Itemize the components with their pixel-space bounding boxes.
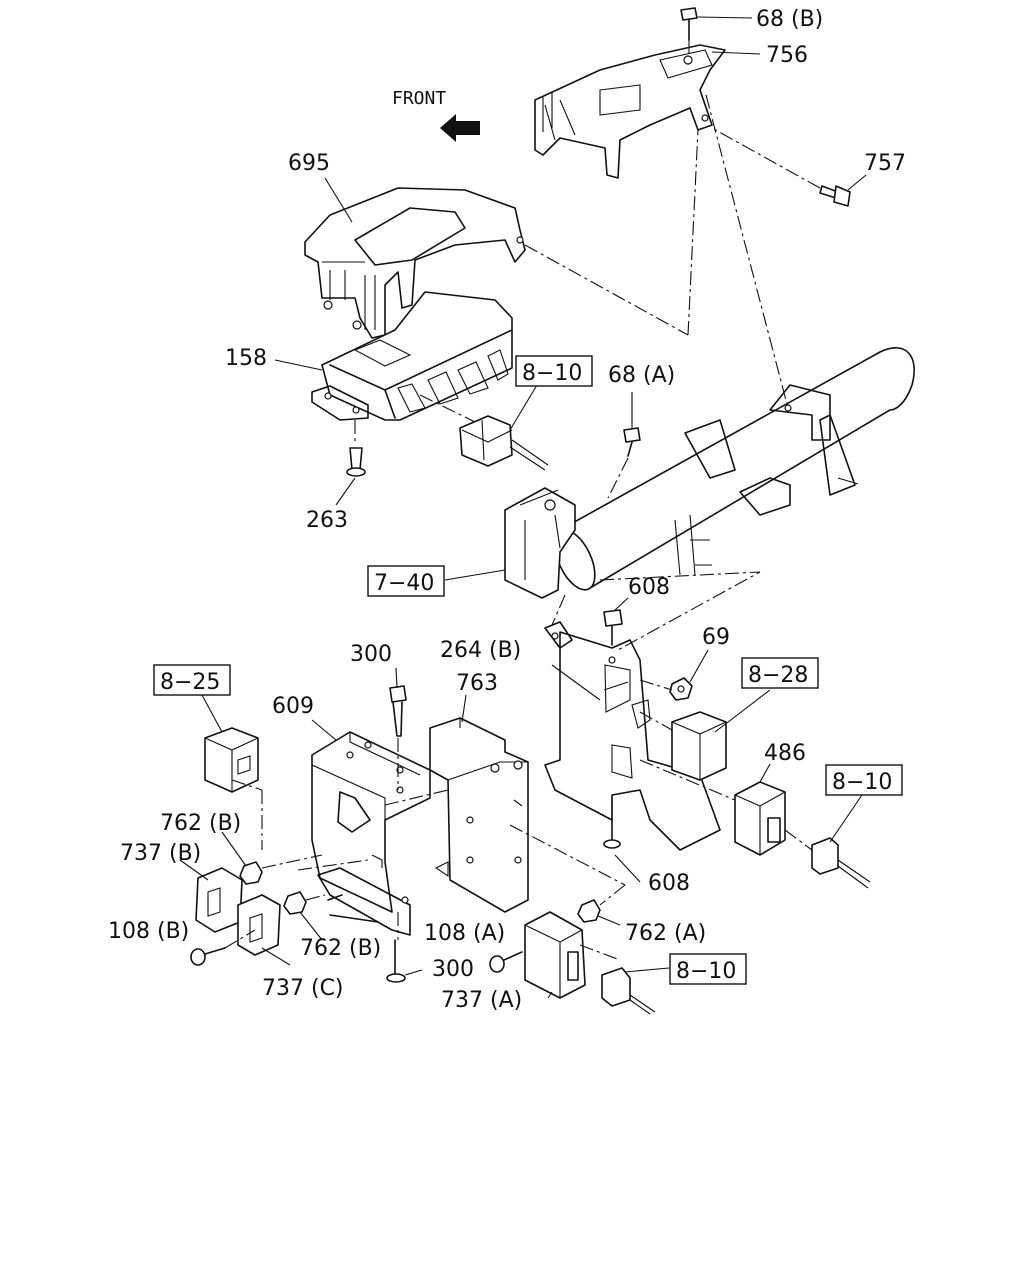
label-68a: 68 (A) xyxy=(608,363,675,388)
label-695: 695 xyxy=(288,151,330,176)
label-737a: 737 (A) xyxy=(441,988,522,1013)
relay-486 xyxy=(639,759,786,856)
svg-text:8−10: 8−10 xyxy=(676,959,736,984)
label-756: 756 xyxy=(766,43,808,68)
switch-737b xyxy=(195,867,243,933)
connector-relay xyxy=(784,829,871,889)
bracket-763 xyxy=(429,717,529,913)
label-486: 486 xyxy=(764,741,806,766)
module-828 xyxy=(639,711,727,781)
screw-263 xyxy=(346,420,366,477)
ref-box-810-lower: 8−10 xyxy=(669,953,747,985)
label-762b-bottom: 762 (B) xyxy=(300,936,381,961)
label-158: 158 xyxy=(225,346,267,371)
ref-box-740: 7−40 xyxy=(367,565,445,597)
label-264b: 264 (B) xyxy=(440,638,521,663)
ref-box-810-relay: 8−10 xyxy=(825,764,903,796)
label-608-bottom: 608 xyxy=(648,871,690,896)
bracket-609 xyxy=(311,731,431,936)
label-762b-top: 762 (B) xyxy=(160,811,241,836)
ref-box-828: 8−28 xyxy=(741,657,819,689)
clip-762a xyxy=(509,824,626,923)
label-737b: 737 (B) xyxy=(120,841,201,866)
switch-737c xyxy=(237,894,281,956)
label-108b: 108 (B) xyxy=(108,919,189,944)
bolt-300-bottom xyxy=(386,912,406,983)
module-737a xyxy=(524,911,621,999)
label-300-bottom: 300 xyxy=(432,957,474,982)
bolt-300-top xyxy=(389,685,407,790)
label-757: 757 xyxy=(864,151,906,176)
svg-text:8−10: 8−10 xyxy=(832,770,892,795)
svg-text:8−10: 8−10 xyxy=(522,361,582,386)
clip-762b-top xyxy=(239,854,323,885)
crossmember-tube xyxy=(524,94,915,591)
connector-ecu xyxy=(419,394,549,471)
screw-108b xyxy=(190,929,256,966)
bolt-608-bottom xyxy=(603,800,621,849)
module-825 xyxy=(204,727,263,850)
bolt-68a xyxy=(607,427,641,499)
bracket-756 xyxy=(534,44,726,179)
cover-695 xyxy=(304,187,526,339)
label-762a: 762 (A) xyxy=(625,921,706,946)
label-609: 609 xyxy=(272,694,314,719)
svg-text:7−40: 7−40 xyxy=(374,571,434,596)
label-608-top: 608 xyxy=(628,575,670,600)
label-763: 763 xyxy=(456,671,498,696)
reference-boxes: 8−10 7−40 8−25 8−28 8−10 8−10 xyxy=(153,355,903,985)
svg-text:8−28: 8−28 xyxy=(748,663,808,688)
label-108a: 108 (A) xyxy=(424,921,505,946)
bolt-608-top xyxy=(603,609,623,646)
connector-lower xyxy=(601,967,656,1015)
bracket-264b xyxy=(544,571,761,851)
leader-lines xyxy=(179,16,867,999)
clip-762b-bottom xyxy=(283,891,379,923)
front-arrow-icon xyxy=(440,114,480,142)
label-68b: 68 (B) xyxy=(756,7,823,32)
ref-box-825: 8−25 xyxy=(153,664,231,696)
svg-text:8−25: 8−25 xyxy=(160,670,220,695)
block-740 xyxy=(504,487,576,599)
label-300-top: 300 xyxy=(350,642,392,667)
front-label: FRONT xyxy=(392,88,446,109)
label-69: 69 xyxy=(702,625,730,650)
ref-box-810-ecu: 8−10 xyxy=(515,355,593,387)
part-labels: 68 (B) 756 757 695 158 68 (A) 263 608 69… xyxy=(108,7,906,1013)
label-737c: 737 (C) xyxy=(262,976,344,1001)
nut-69 xyxy=(639,677,693,701)
bolt-757 xyxy=(711,127,851,207)
bolt-68b xyxy=(680,7,698,55)
front-indicator: FRONT xyxy=(392,88,480,142)
module-158 xyxy=(311,291,513,421)
label-263: 263 xyxy=(306,508,348,533)
screw-108a xyxy=(489,951,523,973)
